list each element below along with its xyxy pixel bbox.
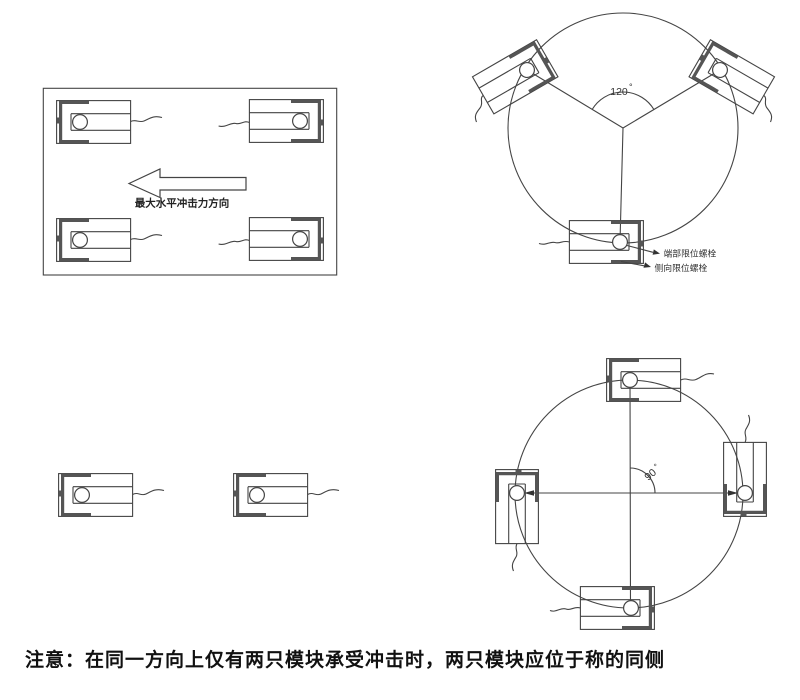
impact-direction-arrow (127, 168, 247, 199)
cable (474, 94, 484, 123)
rect-layout-diagram: 最大水平冲击力方向 (42, 87, 338, 276)
cable (218, 239, 250, 245)
cable (130, 116, 163, 123)
weighing-module (232, 472, 310, 519)
weighing-module (247, 98, 325, 144)
cable (307, 489, 340, 496)
arrowhead-icon (652, 249, 660, 255)
two-module-row-diagram (56, 472, 340, 519)
angle-arc (629, 467, 656, 494)
four-module-circle-diagram: 90 ° (494, 357, 769, 632)
degree-symbol: ° (629, 82, 633, 92)
weighing-module (54, 98, 133, 145)
cable (218, 121, 250, 127)
angle-value: 120 (610, 86, 628, 98)
weighing-module (494, 468, 541, 546)
scale-platform-circle (514, 379, 744, 609)
cable (763, 94, 773, 123)
arrowhead-icon (524, 490, 534, 496)
cable (511, 543, 518, 572)
weighing-module (54, 217, 133, 263)
cable (549, 607, 581, 612)
angle-label-group: 90 ° (642, 461, 661, 483)
arrowhead-icon (643, 262, 651, 268)
impact-direction-label: 最大水平冲击力方向 (135, 197, 230, 210)
crosshair-lines (526, 379, 736, 609)
scale-platform-rect (42, 87, 338, 276)
cable (132, 489, 165, 496)
degree-symbol: ° (652, 461, 661, 471)
angle-arc (591, 91, 655, 110)
arrowhead-icon (728, 490, 738, 496)
weighing-module (721, 440, 769, 519)
cable (744, 414, 751, 443)
weighing-module (56, 472, 135, 519)
three-module-circle-diagram: 120 ° 端部限位螺栓 侧向限位螺栓 (470, 12, 777, 273)
weighing-module (247, 216, 325, 262)
weighing-module (687, 38, 777, 116)
callout-leader-side (620, 260, 645, 267)
weighing-module (604, 357, 683, 403)
callout-leader-end (626, 244, 654, 253)
note-text: 注意：在同一方向上仅有两只模块承受冲击时，两只模块应位于称的同侧 (25, 650, 666, 671)
callout-end-label: 端部限位螺栓 (664, 248, 717, 259)
weighing-module (578, 584, 657, 632)
cable (130, 234, 163, 241)
cable (680, 373, 715, 381)
weighing-module (470, 38, 560, 116)
callout-side-label: 侧向限位螺栓 (655, 262, 708, 273)
cable (538, 240, 570, 245)
